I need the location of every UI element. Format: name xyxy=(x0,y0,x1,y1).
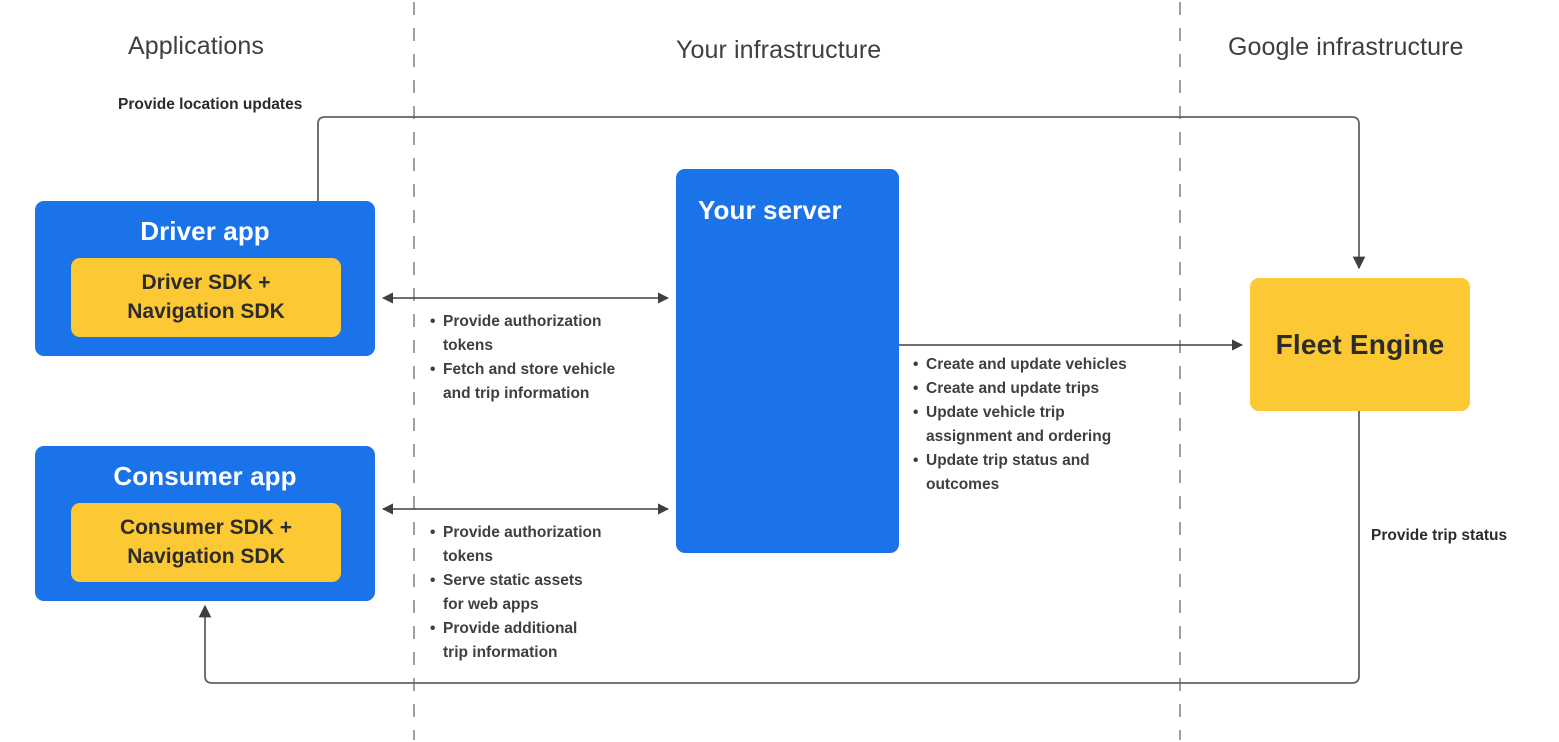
bullet-line: Update trip status and xyxy=(926,452,1090,470)
node-fleet-engine[interactable]: Fleet Engine xyxy=(1250,278,1470,411)
bullet-line: assignment and ordering xyxy=(926,428,1112,446)
bullet-line: Fetch and store vehicle xyxy=(443,361,616,379)
consumer-sdk-line-2: Navigation SDK xyxy=(127,544,285,568)
list-item: Fetch and store vehicle and trip informa… xyxy=(430,358,660,406)
list-item: Create and update trips xyxy=(913,377,1168,401)
bullet-line: Provide authorization xyxy=(443,313,602,330)
edge-label-provide-location-updates: Provide location updates xyxy=(118,96,303,113)
list-item: Provide authorization tokens xyxy=(430,521,660,569)
driver-server-bullets: Provide authorization tokens Fetch and s… xyxy=(430,310,660,406)
driver-sdk-line-2: Navigation SDK xyxy=(127,299,285,323)
edge-list-driver-server: Provide authorization tokens Fetch and s… xyxy=(430,310,660,406)
bullet-line: outcomes xyxy=(926,476,1000,494)
bullet-line: and trip information xyxy=(443,385,590,403)
column-header-applications: Applications xyxy=(128,32,265,60)
edge-list-server-fleet-engine: Create and update vehicles Create and up… xyxy=(913,353,1168,497)
node-consumer-app[interactable]: Consumer app Consumer SDK + Navigation S… xyxy=(35,446,375,601)
list-item: Provide authorization tokens xyxy=(430,310,660,358)
list-item: Provide additional trip information xyxy=(430,617,660,665)
node-consumer-sdk[interactable]: Consumer SDK + Navigation SDK xyxy=(71,503,341,582)
bullet-line: Provide authorization xyxy=(443,524,602,541)
bullet-line: tokens xyxy=(443,548,493,566)
list-item: Serve static assets for web apps xyxy=(430,569,660,617)
bullet-line: trip information xyxy=(443,644,558,662)
column-header-google-infrastructure: Google infrastructure xyxy=(1228,33,1464,61)
bullet-line: tokens xyxy=(443,337,493,355)
edge-label-provide-trip-status: Provide trip status xyxy=(1371,527,1508,544)
your-server-title: Your server xyxy=(698,195,842,225)
bullet-line: Provide additional xyxy=(443,620,578,638)
consumer-server-bullets: Provide authorization tokens Serve stati… xyxy=(430,521,660,665)
node-driver-sdk[interactable]: Driver SDK + Navigation SDK xyxy=(71,258,341,337)
bullet-line: for web apps xyxy=(443,596,539,614)
list-item: Update vehicle trip assignment and order… xyxy=(913,401,1168,449)
node-driver-app[interactable]: Driver app Driver SDK + Navigation SDK xyxy=(35,201,375,356)
bullet-line: Serve static assets xyxy=(443,572,583,590)
column-header-your-infrastructure: Your infrastructure xyxy=(676,36,882,64)
fleet-engine-title: Fleet Engine xyxy=(1275,328,1445,360)
node-your-server[interactable]: Your server xyxy=(676,169,899,553)
server-fleet-bullets: Create and update vehicles Create and up… xyxy=(913,353,1168,497)
driver-app-title: Driver app xyxy=(140,216,270,246)
list-item: Update trip status and outcomes xyxy=(913,449,1168,497)
edge-list-consumer-server: Provide authorization tokens Serve stati… xyxy=(430,521,660,665)
consumer-sdk-line-1: Consumer SDK + xyxy=(119,516,293,540)
bullet-line: Create and update trips xyxy=(926,380,1100,398)
consumer-app-title: Consumer app xyxy=(113,461,297,491)
list-item: Create and update vehicles xyxy=(913,353,1168,377)
bullet-line: Update vehicle trip xyxy=(926,404,1065,422)
driver-sdk-line-1: Driver SDK + xyxy=(141,271,271,295)
bullet-line: Create and update vehicles xyxy=(926,356,1127,373)
